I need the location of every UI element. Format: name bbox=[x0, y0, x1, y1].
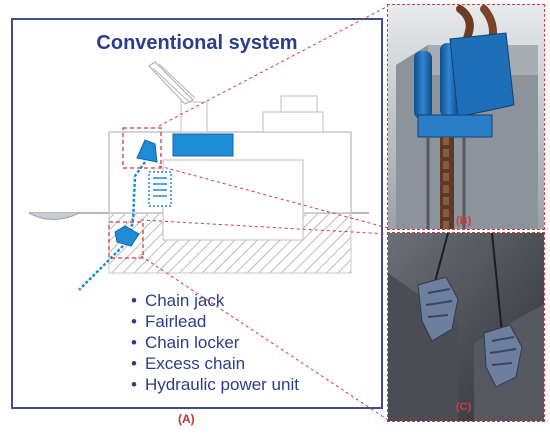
chain-locker bbox=[148, 171, 172, 207]
list-item: Chain locker bbox=[131, 332, 299, 353]
chain-guide bbox=[440, 137, 454, 229]
crane-base bbox=[180, 101, 208, 133]
fairlead-left-detail bbox=[425, 288, 453, 318]
panel-a-label: (A) bbox=[178, 412, 195, 426]
wave bbox=[28, 212, 80, 220]
deckhouse-top bbox=[280, 95, 318, 113]
list-item: Fairlead bbox=[131, 311, 299, 332]
jack-frame bbox=[417, 114, 493, 138]
fairlead-symbol bbox=[114, 225, 140, 247]
deck-hydraulic-unit bbox=[172, 133, 234, 157]
jack-body bbox=[449, 32, 515, 118]
crane-boom bbox=[148, 61, 195, 105]
mooring-chain bbox=[78, 161, 147, 291]
callout-box-jack bbox=[122, 127, 162, 169]
fairlead-right-detail bbox=[489, 336, 517, 366]
list-item: Excess chain bbox=[131, 353, 299, 374]
list-item: Chain jack bbox=[131, 290, 299, 311]
chain-jack-symbol bbox=[136, 139, 158, 163]
hydraulic-cylinder-left bbox=[414, 51, 432, 119]
hull-inner bbox=[162, 159, 304, 241]
chain-jack-render bbox=[388, 5, 544, 229]
deckhouse bbox=[262, 111, 324, 133]
panel-b-label: (B) bbox=[456, 215, 472, 227]
fairlead-render bbox=[388, 233, 544, 421]
callout-box-fairlead bbox=[108, 221, 144, 259]
panel-c-label: (C) bbox=[456, 401, 472, 413]
conventional-system-panel: Conventional system bbox=[11, 18, 383, 409]
fairlead-photo: (C) bbox=[387, 232, 545, 422]
component-list: Chain jack Fairlead Chain locker Excess … bbox=[131, 290, 299, 395]
chain-jack-photo: (B) bbox=[387, 4, 545, 230]
hull-plate bbox=[388, 273, 458, 421]
list-item: Hydraulic power unit bbox=[131, 374, 299, 395]
chain-line-right bbox=[491, 233, 503, 334]
